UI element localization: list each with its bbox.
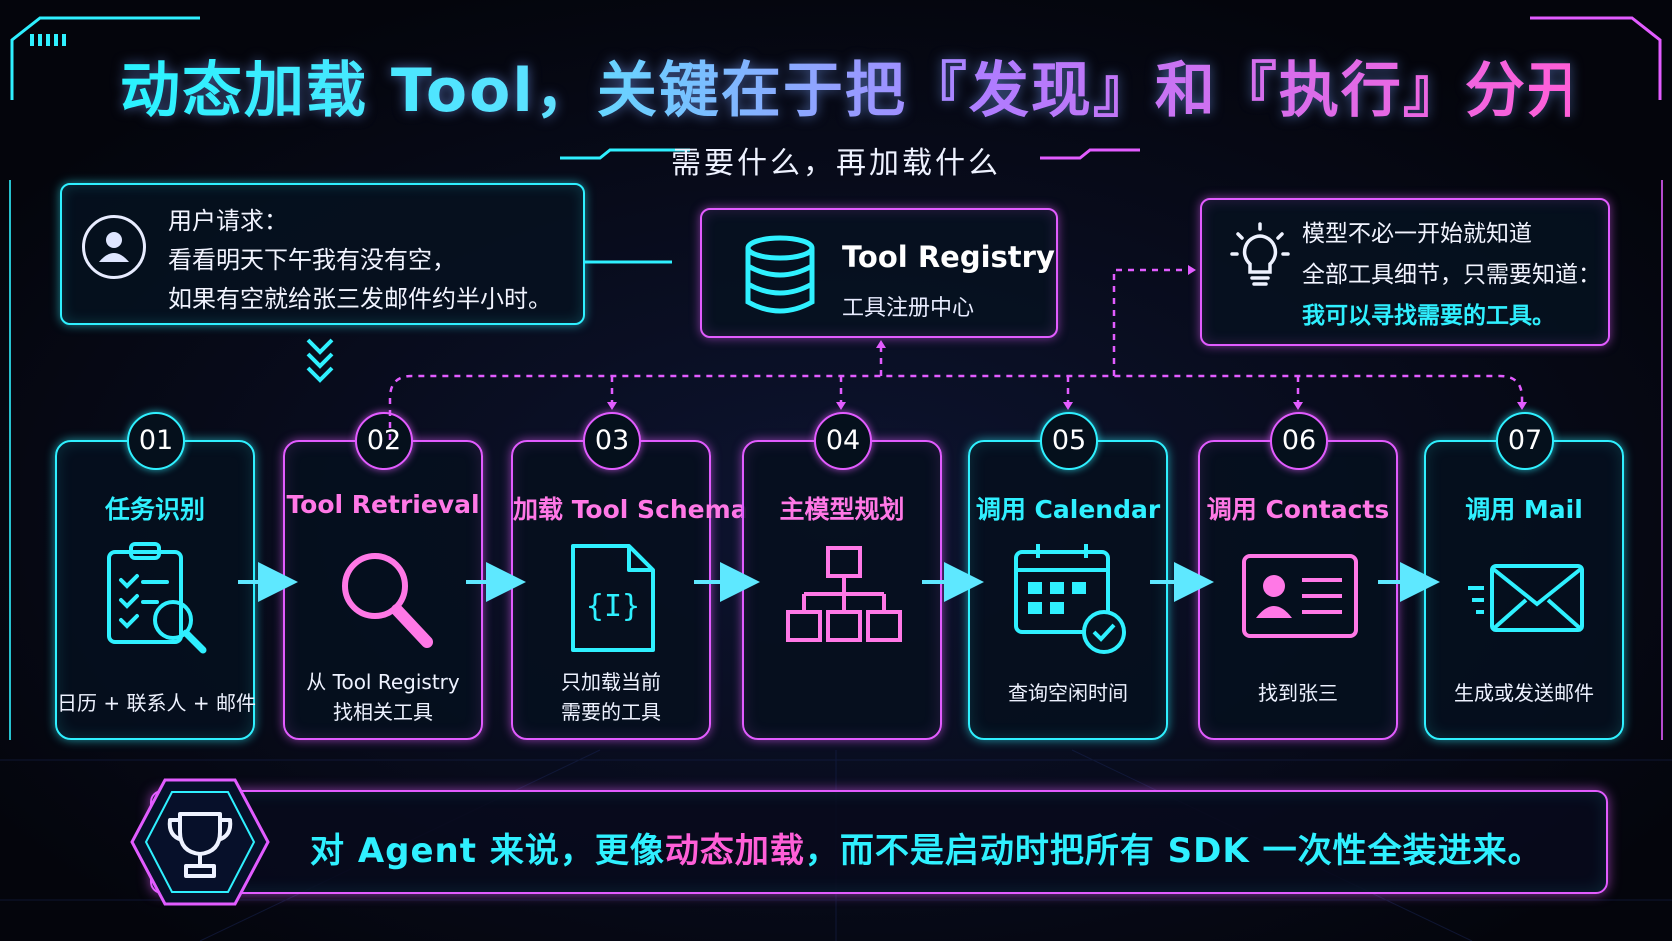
step-card-07: 07 调用 Mail 生成或发送邮件 xyxy=(1424,412,1624,740)
step-title: 调用 Mail xyxy=(1465,495,1583,524)
footer-panel xyxy=(150,790,1608,894)
step-title: 调用 Contacts xyxy=(1206,495,1390,524)
step-number: 01 xyxy=(127,412,185,470)
step-desc-line-2: 找相关工具 xyxy=(333,700,433,724)
user-request-line-2: 如果有空就给张三发邮件约半小时。 xyxy=(168,285,552,313)
registry-title: Tool Registry xyxy=(842,240,1055,274)
step-title: 调用 Calendar xyxy=(975,495,1161,524)
step-card-06: 06 调用 Contacts 找到张三 xyxy=(1198,412,1398,740)
step-number: 07 xyxy=(1496,412,1554,470)
step-desc: 日历 + 联系人 + 邮件 xyxy=(57,691,256,715)
trophy-badge xyxy=(130,778,270,906)
footer-text: 对 Agent 来说，更像动态加载，而不是启动时把所有 SDK 一次性全装进来。 xyxy=(310,823,1543,872)
user-request-line-1: 看看明天下午我有没有空， xyxy=(168,246,456,274)
user-avatar-icon xyxy=(82,215,146,279)
magnifier-icon xyxy=(342,553,433,648)
tip-line-3: 我可以寻找需要的工具。 xyxy=(1302,303,1555,329)
step-desc-line-1: 从 Tool Registry xyxy=(306,670,460,694)
step-desc: 查询空闲时间 xyxy=(1008,681,1128,705)
step-desc-line-2: 需要的工具 xyxy=(561,700,661,724)
svg-text:{I}: {I} xyxy=(586,589,640,624)
page-subtitle: 需要什么，再加载什么 xyxy=(671,146,1001,181)
step-title: 主模型规划 xyxy=(779,495,905,524)
step-number: 02 xyxy=(355,412,413,470)
step-card-01: 01 任务识别 日历 + 联系人 + 邮件 xyxy=(55,412,256,740)
user-request-panel: 用户请求： 看看明天下午我有没有空， 如果有空就给张三发邮件约半小时。 xyxy=(60,183,585,325)
step-card-03: 03 加载 Tool Schema {I} 只加载当前 需要的工具 xyxy=(511,412,748,740)
step-card-05: 05 调用 Calendar 查询空闲时间 xyxy=(968,412,1168,740)
tip-line-1: 模型不必一开始就知道 xyxy=(1302,221,1532,247)
step-number: 04 xyxy=(814,412,872,470)
user-request-label: 用户请求： xyxy=(168,207,288,235)
footer-highlight: 动态加载 xyxy=(664,831,805,871)
tool-registry-panel: Tool Registry 工具注册中心 xyxy=(700,208,1058,338)
step-card-02: 02 Tool Retrieval 从 Tool Registry 找相关工具 xyxy=(283,412,483,740)
calendar-check-icon xyxy=(1014,544,1126,654)
tip-panel: 模型不必一开始就知道 全部工具细节，只需要知道： 我可以寻找需要的工具。 xyxy=(1200,198,1610,346)
lightbulb-icon xyxy=(1230,222,1290,286)
step-title: Tool Retrieval xyxy=(286,490,480,519)
step-desc: 找到张三 xyxy=(1258,681,1338,705)
contact-card-icon xyxy=(1242,554,1358,638)
database-icon xyxy=(745,235,815,314)
step-card-04: 04 主模型规划 xyxy=(742,412,942,740)
footer-text-part-2: ，而不是启动时把所有 SDK 一次性全装进来。 xyxy=(804,831,1543,871)
page-title: 动态加载 Tool，关键在于把『发现』和『执行』分开 xyxy=(120,42,1587,126)
footer-text-part-1: 对 Agent 来说，更像 xyxy=(310,831,665,871)
step-desc: 生成或发送邮件 xyxy=(1454,681,1594,705)
schema-file-icon: {I} xyxy=(571,544,655,652)
registry-subtitle: 工具注册中心 xyxy=(842,296,975,321)
checklist-search-icon xyxy=(107,542,207,654)
step-number: 05 xyxy=(1040,412,1098,470)
step-number: 03 xyxy=(583,412,641,470)
step-number: 06 xyxy=(1270,412,1328,470)
tip-line-2: 全部工具细节，只需要知道： xyxy=(1302,262,1601,288)
mail-icon xyxy=(1468,564,1584,632)
trophy-icon xyxy=(167,812,233,878)
step-title: 任务识别 xyxy=(104,495,205,524)
step-desc-line-1: 只加载当前 xyxy=(561,670,661,694)
step-title: 加载 Tool Schema xyxy=(513,495,748,524)
hierarchy-icon xyxy=(786,546,902,642)
